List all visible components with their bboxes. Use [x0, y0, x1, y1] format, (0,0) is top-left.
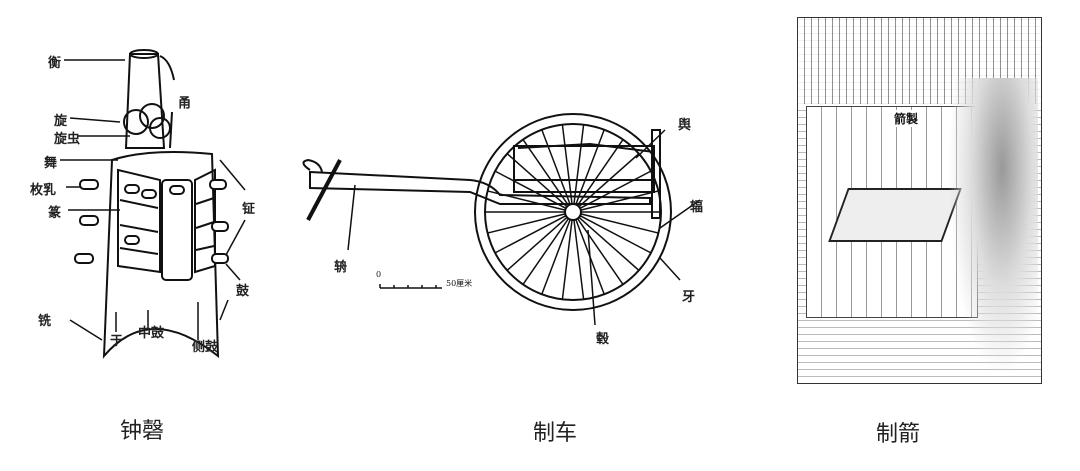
label-zheng: 钲 [242, 202, 256, 217]
caption-chariot: 制车 [533, 421, 578, 446]
work-table [828, 188, 962, 242]
bell-diagram: 衡 甬 旋 旋虫 舞 枚乳 篆 钲 鼓 铣 于 中鼓 侧鼓 [30, 40, 270, 360]
label-heng: 衡 [48, 56, 62, 71]
caption-bell: 钟磬 [120, 419, 165, 444]
scale-end: 50厘米 [446, 279, 473, 288]
label-zhuan: 篆 [48, 206, 62, 221]
label-xuan: 旋 [54, 114, 68, 129]
label-zhonggu: 中鼓 [138, 326, 165, 341]
label-zhou-shaft: 辀 [334, 260, 348, 275]
label-cegu: 侧鼓 [192, 340, 219, 355]
tree [948, 78, 1038, 378]
wheel-spokes [485, 124, 661, 300]
label-meiru: 枚乳 [30, 183, 57, 198]
label-yong: 甬 [178, 96, 192, 111]
inscription: 箭製 [894, 110, 919, 127]
label-fu-spoke: 辐 [690, 200, 704, 215]
label-xian: 铣 [38, 314, 52, 329]
label-yu: 于 [110, 334, 124, 349]
chariot-diagram: 舆 辐 牙 毂 辀 0 50厘米 [290, 100, 710, 360]
label-gu-hub: 毂 [596, 332, 610, 347]
label-gu: 鼓 [236, 284, 250, 299]
label-xuanchong: 旋虫 [54, 132, 81, 147]
chariot-drawing [302, 113, 701, 326]
label-yu-carriage: 舆 [678, 118, 692, 133]
caption-arrow: 制箭 [876, 422, 921, 447]
arrow-making-illustration: 箭製 [797, 17, 1042, 384]
label-wu: 舞 [44, 156, 58, 171]
scale-start: 0 [376, 270, 382, 279]
bell-drawing [60, 49, 246, 359]
label-ya-rim: 牙 [682, 290, 696, 305]
